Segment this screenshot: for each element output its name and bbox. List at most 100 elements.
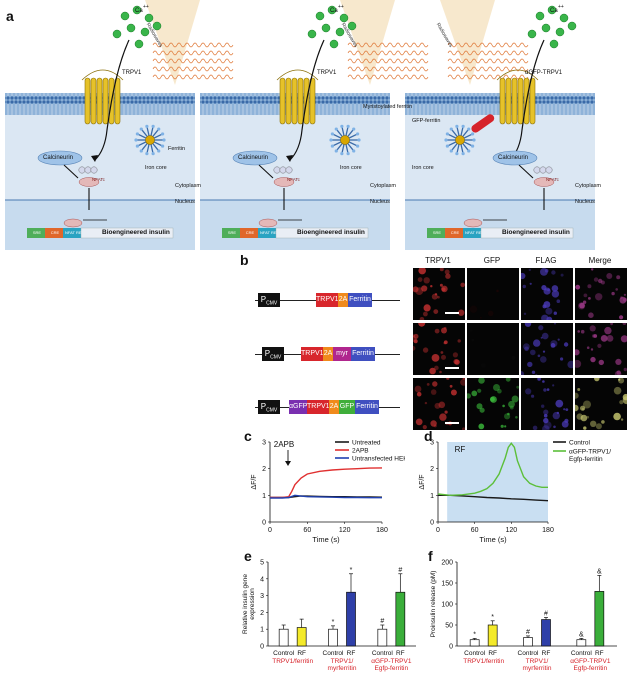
- scale-bar: [445, 312, 459, 314]
- annotation-rf: RF: [455, 445, 466, 454]
- phosphate-circle: [90, 166, 98, 174]
- cell-signal: [445, 273, 451, 279]
- cell-signal: [598, 359, 604, 366]
- cell-signal: [597, 343, 602, 348]
- bar: [328, 628, 338, 647]
- cell-signal: [528, 268, 531, 272]
- cell-signal: [443, 340, 448, 345]
- channel-label: TRPV1: [122, 70, 142, 76]
- cell-signal: [586, 346, 590, 349]
- cell-signal: [421, 285, 428, 292]
- ferritin-tip: [145, 152, 149, 156]
- cmv-promoter: PCMV: [258, 400, 280, 414]
- y-tick-label: 0: [449, 644, 453, 651]
- microscopy-image: [575, 378, 627, 430]
- cell-signal: [555, 399, 564, 408]
- cmv-promoter: PCMV: [262, 347, 284, 361]
- ca-charge: ++: [338, 4, 344, 10]
- cell-signal: [416, 391, 422, 397]
- ferritin-tip: [346, 124, 350, 128]
- arrow-calcineurin: [63, 164, 79, 179]
- calcium-ion-dot: [152, 21, 162, 31]
- cell-signal: [537, 378, 541, 381]
- cell-signal: [620, 335, 627, 343]
- gene-element-label: NFAT RE: [465, 230, 482, 235]
- ferritin-tip: [449, 149, 453, 153]
- ferritin-tip: [357, 138, 361, 142]
- cell-signal: [533, 339, 541, 347]
- calcium-ion-dot: [315, 11, 325, 21]
- cell-signal: [606, 335, 614, 342]
- cell-signal: [413, 345, 416, 351]
- cell-signal: [471, 338, 475, 342]
- cell-signal: [496, 289, 499, 293]
- cell-signal: [590, 356, 596, 363]
- cell-signal: [610, 323, 613, 326]
- nucleus-label: Nucleus: [175, 199, 195, 205]
- ca-label: Ca: [550, 8, 558, 14]
- calcium-ion: [549, 39, 559, 49]
- channel-helix: [505, 77, 512, 125]
- cell-signal: [467, 393, 471, 399]
- microscopy-image: [521, 268, 573, 320]
- gene-element-label: CRE: [50, 230, 60, 235]
- group-label: myrferritin: [523, 665, 552, 672]
- panel-letter-f: f: [428, 548, 433, 564]
- calcium-ion-dot: [559, 13, 569, 23]
- ferritin-tip: [461, 124, 465, 128]
- insulin-gene: [275, 227, 369, 239]
- cell-signal: [417, 277, 423, 282]
- panel-a-diagram: [5, 0, 595, 250]
- legend-label: αGFP-TRPV1/: [569, 449, 611, 456]
- radiowave-cone: [340, 0, 395, 85]
- microscopy-cells: [575, 268, 627, 320]
- bar-label: Control: [571, 650, 593, 657]
- cell-signal: [575, 349, 580, 356]
- gene-element: [45, 228, 63, 238]
- cell-signal: [413, 333, 419, 339]
- cell-signal: [511, 355, 516, 360]
- channel-helix: [517, 77, 524, 125]
- nucleus-region: [5, 200, 195, 250]
- microscopy-image: [467, 268, 519, 320]
- ferritin-tip: [346, 152, 350, 156]
- channel-helix: [529, 77, 536, 125]
- gene-element: [63, 228, 81, 238]
- scale-bar: [445, 422, 459, 424]
- calcium-ion-dot: [347, 21, 357, 31]
- cell-signal: [433, 309, 439, 314]
- radiowave-line: [447, 42, 529, 48]
- calcineurin-blob: [492, 150, 538, 166]
- cell-signal: [477, 388, 482, 393]
- calcium-ion-dot: [555, 27, 565, 37]
- cell-signal: [431, 354, 440, 362]
- cell-signal: [460, 282, 465, 288]
- nfatc-bound: [258, 218, 278, 228]
- cell-signal: [413, 339, 418, 344]
- cell-signal: [429, 367, 436, 375]
- gene-element-label: SRE: [227, 230, 237, 235]
- y-tick-label: 0: [430, 520, 434, 527]
- cell-signal: [424, 401, 428, 405]
- construct-part: TRPV1: [307, 400, 329, 414]
- construct-part: myr: [333, 347, 351, 361]
- cell-signal: [623, 297, 627, 302]
- cell-signal: [480, 363, 486, 368]
- cell-signal: [615, 358, 622, 365]
- cell-signal: [522, 284, 526, 289]
- calcineurin-label: Calcineurin: [238, 155, 269, 161]
- cell-signal: [430, 389, 437, 395]
- phosphate-circle: [533, 166, 541, 174]
- bar: [576, 639, 587, 647]
- radiowave-line: [347, 42, 429, 48]
- calcium-ion: [535, 11, 545, 21]
- calcium-ion: [315, 11, 325, 21]
- phosphate-circle: [279, 166, 287, 174]
- significance-mark: *: [350, 567, 353, 574]
- cell-signal: [540, 268, 548, 276]
- cell-signal: [478, 378, 485, 384]
- bar-label: Control: [323, 650, 345, 657]
- radiowave-cone: [145, 0, 200, 85]
- cell-signal: [515, 416, 518, 419]
- calcium-ion: [335, 27, 345, 37]
